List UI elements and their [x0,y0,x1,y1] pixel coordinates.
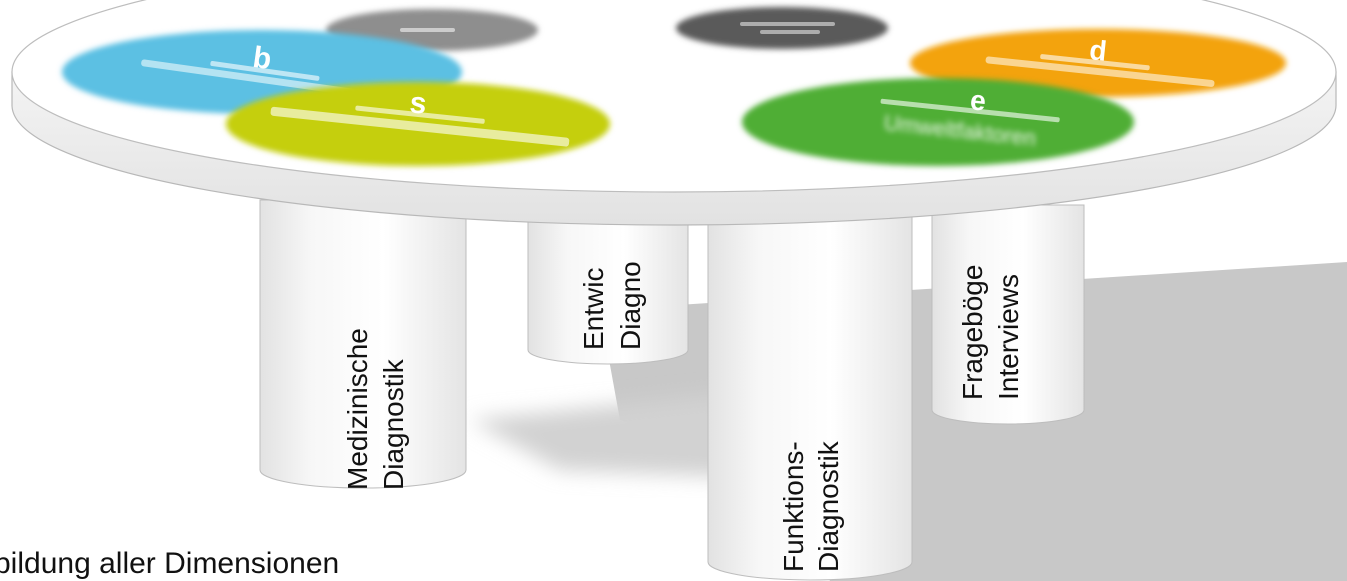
pillar-development-line1: Entwic [578,268,609,350]
pillar-development: Entwic Diagno [527,204,689,365]
pillar-medical: Medizinische Diagnostik [259,199,467,490]
disc-s: s [226,82,610,166]
pillar-medical-line2: Diagnostik [378,358,409,490]
pillar-questionnaires: Frageböge Interviews [931,204,1085,425]
pillar-function: Funktions- Diagnostik [707,209,913,581]
pillar-development-line2: Diagno [615,261,646,350]
pillar-function-line2: Diagnostik [813,440,844,572]
disc-d: d [910,29,1286,97]
disc-e: e Umweltfaktoren [742,78,1134,166]
disc-e-shape [742,78,1134,166]
disc-gray-2 [676,7,888,49]
pillar-medical-line1: Medizinische [342,328,373,490]
pillar-questionnaires-line1: Frageböge [957,265,988,400]
pillar-questionnaires-line2: Interviews [993,274,1024,400]
disc-gray-2-shape [676,7,888,49]
caption-text: bildung aller Dimensionen [0,547,340,580]
disc-d-letter: d [1088,34,1108,67]
pillar-function-line1: Funktions- [778,441,809,572]
